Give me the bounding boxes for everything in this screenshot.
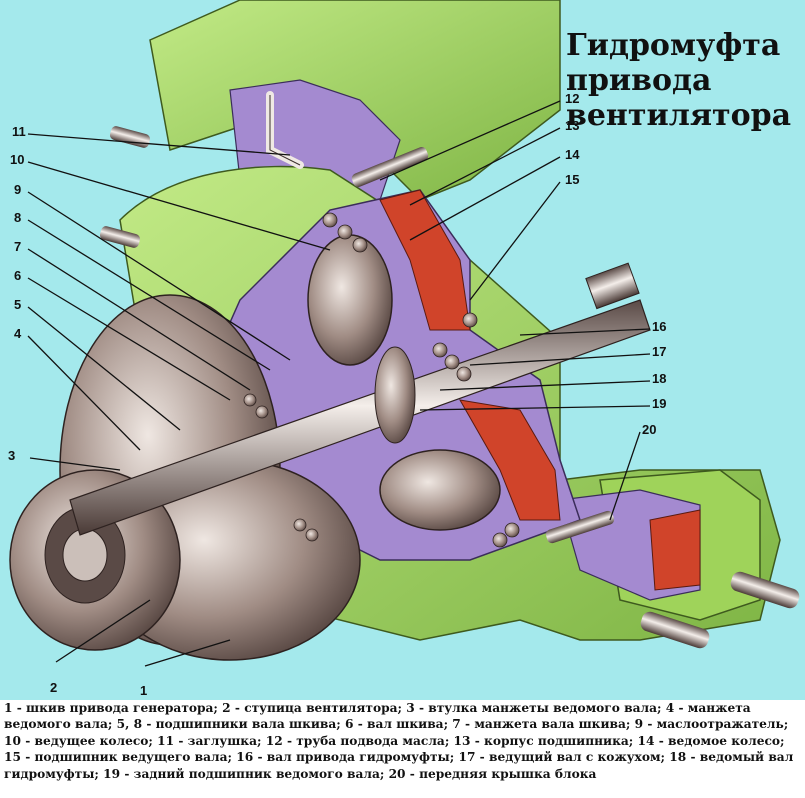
legend-caption: 1 - шкив привода генератора; 2 - ступица… <box>4 701 794 781</box>
callout-16: 16 <box>652 319 667 334</box>
bearing-balls <box>243 212 520 548</box>
bolt <box>545 510 615 544</box>
callout-11: 11 <box>12 124 26 139</box>
callout-5: 5 <box>14 297 22 312</box>
bearing-housing-cut <box>379 189 471 331</box>
title-line-2: привода <box>566 63 712 98</box>
front-cover-cut <box>649 509 701 591</box>
driven-wheel <box>379 449 501 531</box>
callout-4: 4 <box>14 326 22 341</box>
callout-1: 1 <box>140 683 148 698</box>
callout-7: 7 <box>14 239 22 254</box>
callout-3: 3 <box>8 448 16 463</box>
pulley-bore-inner <box>62 528 108 582</box>
title-line-1: Гидромуфта <box>566 28 781 63</box>
callout-15: 15 <box>565 172 580 187</box>
fluid-coupling-cutaway <box>0 0 805 700</box>
callout-18: 18 <box>652 371 667 386</box>
leader-lines <box>27 100 651 667</box>
oil-pipe-outline <box>269 95 301 166</box>
callout-17: 17 <box>652 344 667 359</box>
bolt <box>351 147 429 187</box>
callout-20: 20 <box>642 422 657 437</box>
callout-14: 14 <box>565 147 580 162</box>
callout-19: 19 <box>652 396 667 411</box>
stud <box>730 571 800 609</box>
coupling-hub <box>374 346 416 444</box>
bolt <box>99 226 141 248</box>
callout-13: 13 <box>565 118 580 133</box>
title-line-3: вентилятора <box>566 98 792 133</box>
driven-wheel-cut <box>459 399 561 521</box>
splined-end <box>585 262 640 310</box>
callout-9: 9 <box>14 182 22 197</box>
callout-6: 6 <box>14 268 22 283</box>
stud <box>640 611 710 649</box>
callout-8: 8 <box>14 210 22 225</box>
callout-10: 10 <box>10 152 25 167</box>
drive-wheel <box>307 234 393 366</box>
callout-12: 12 <box>565 91 580 106</box>
callout-2: 2 <box>50 680 58 695</box>
